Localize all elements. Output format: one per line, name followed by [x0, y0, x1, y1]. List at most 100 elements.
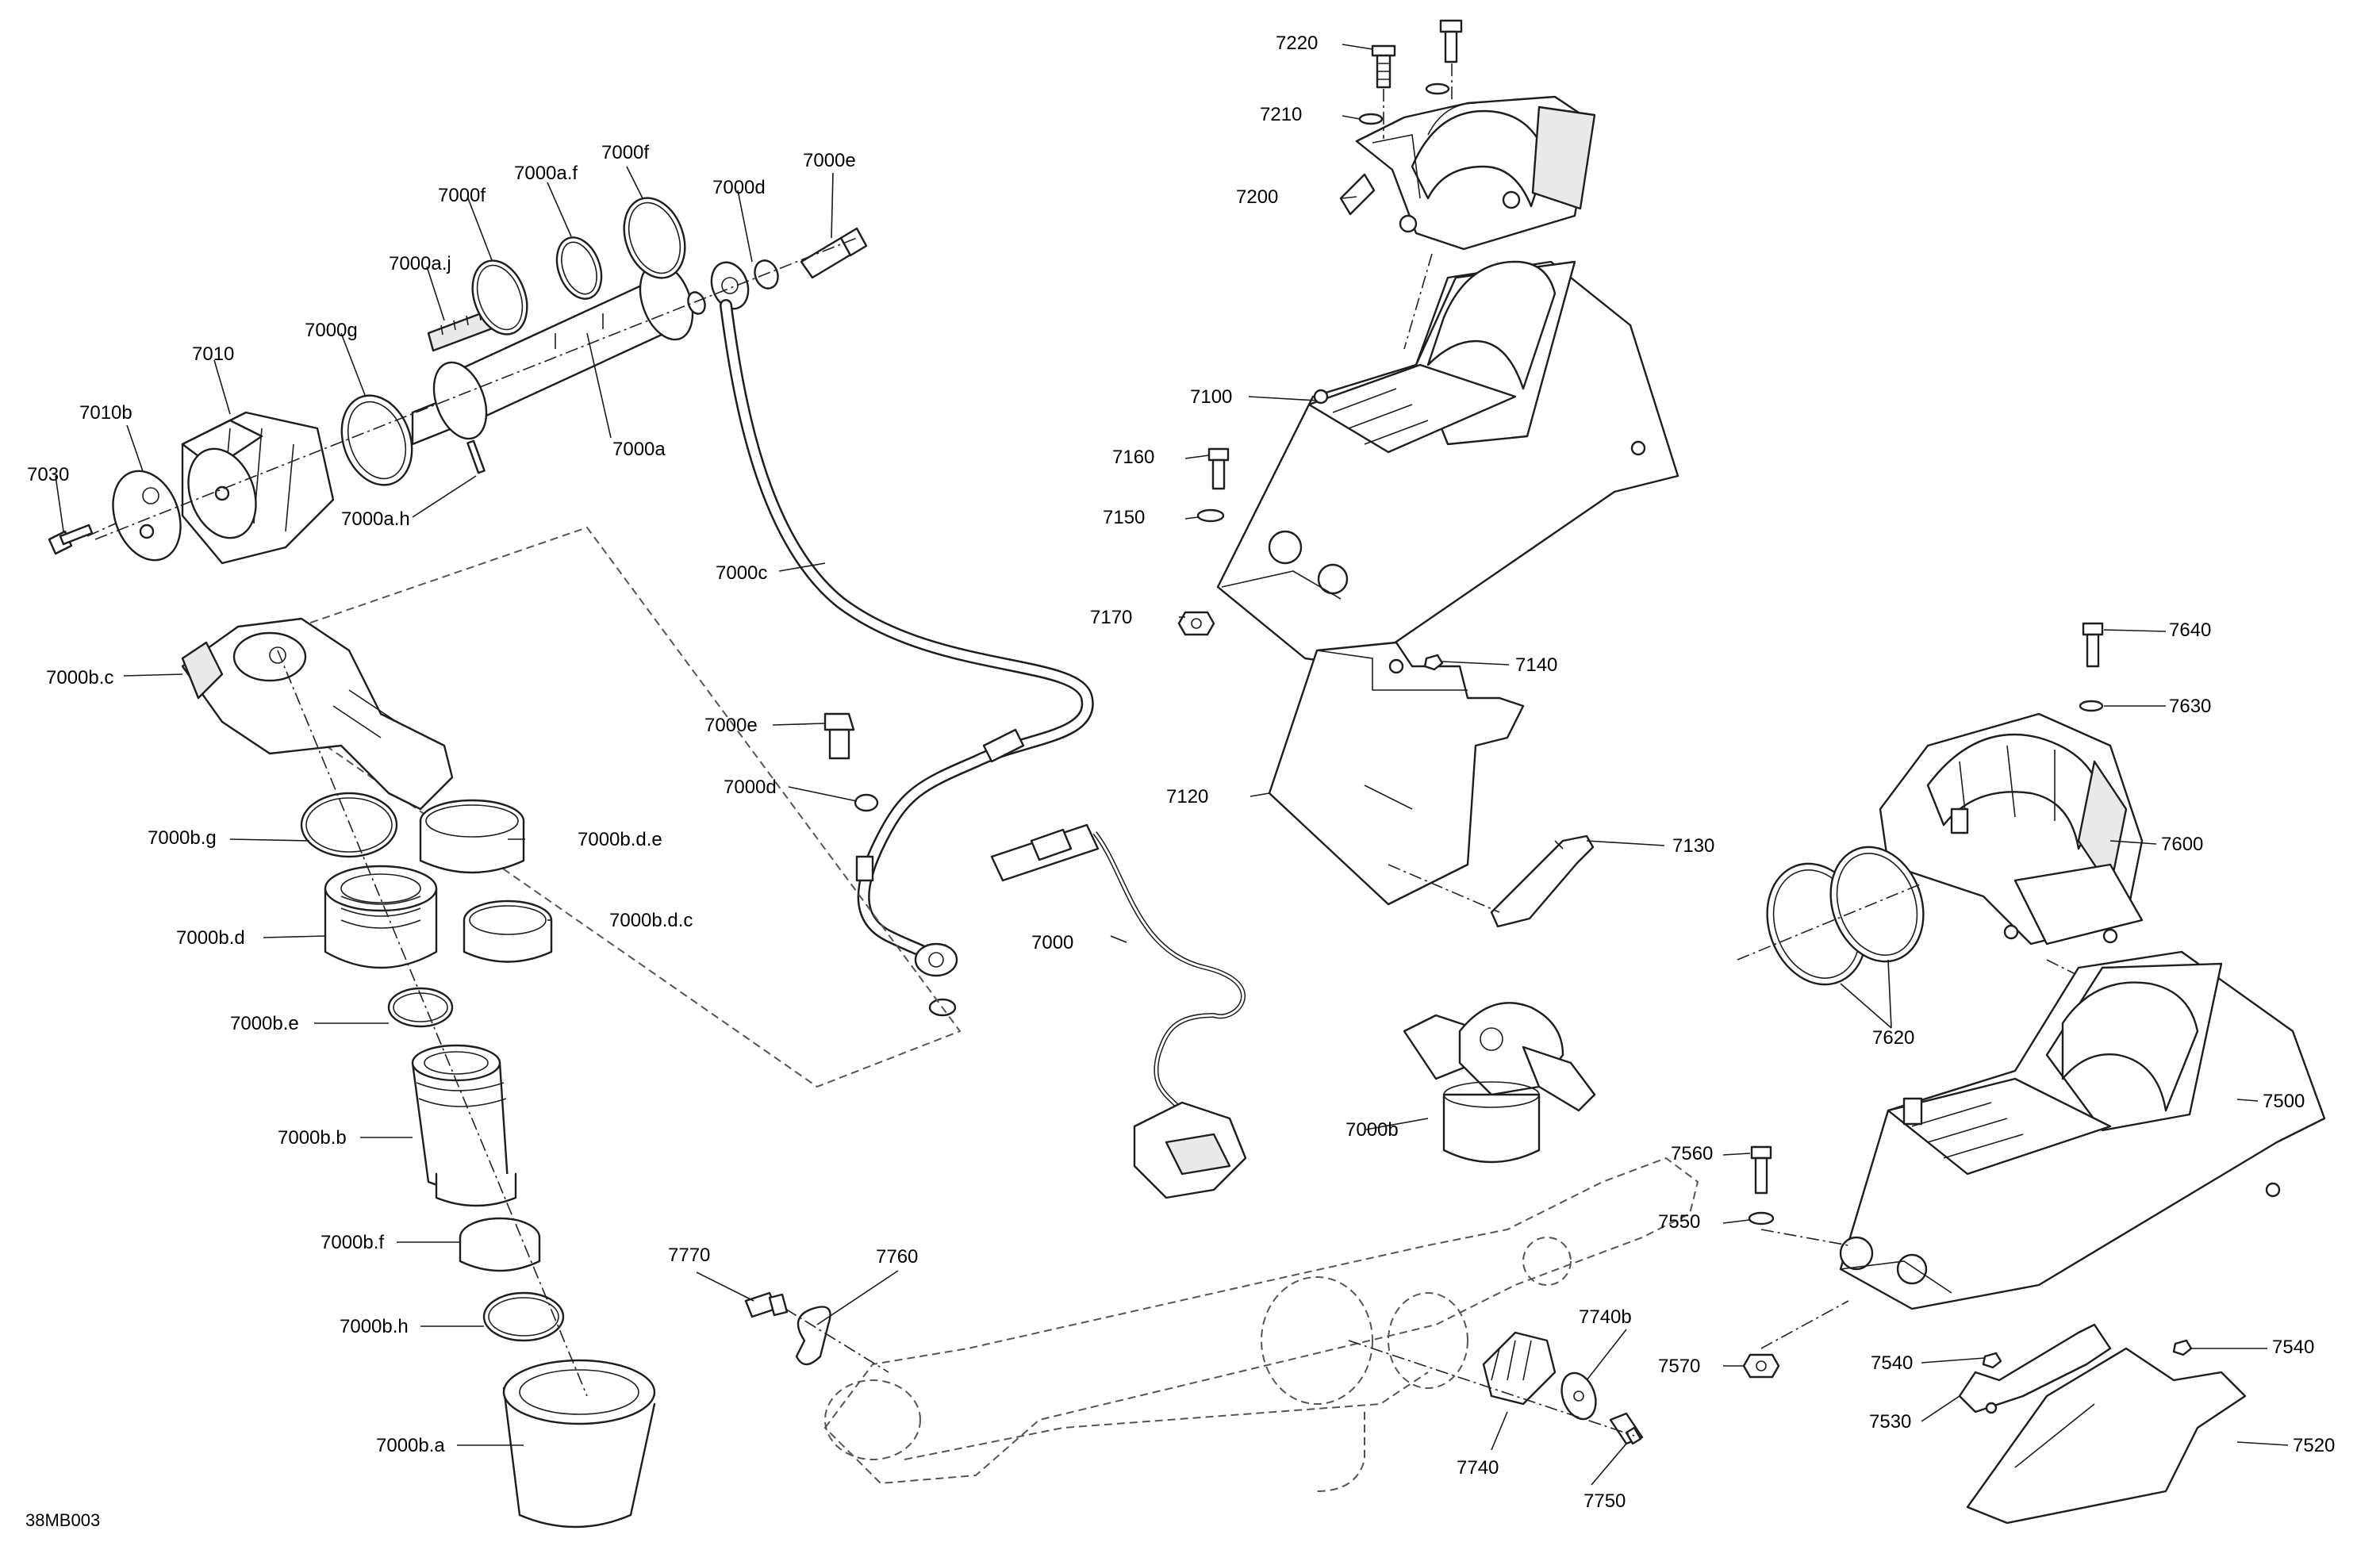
part-7000bd-coupler: [324, 865, 438, 969]
callout-7000e-1: 7000e: [803, 150, 856, 171]
callout-7010: 7010: [192, 343, 234, 365]
part-7000bg-clip: [300, 792, 398, 858]
callout-7170: 7170: [1090, 607, 1132, 628]
part-7570-nut: [1742, 1353, 1780, 1379]
callout-7000ah: 7000a.h: [341, 508, 410, 530]
document-code: 38MB003: [25, 1510, 100, 1530]
callout-7000: 7000: [1031, 932, 1073, 953]
callout-7000bd: 7000b.d: [176, 927, 245, 949]
part-7000f-oring-2: [623, 197, 686, 279]
part-7000bde-ring: [419, 799, 525, 874]
part-7600-mount: [1879, 712, 2144, 946]
part-7130-strap: [1490, 834, 1595, 928]
callout-7000bh: 7000b.h: [340, 1316, 409, 1337]
callout-7000bb: 7000b.b: [278, 1127, 347, 1149]
part-7000af-ring: [555, 236, 603, 300]
callout-7000aj: 7000a.j: [389, 253, 451, 274]
part-7740-cap: [1482, 1331, 1557, 1406]
callout-7000g: 7000g: [305, 320, 358, 341]
part-7000a-cylinder: [411, 262, 694, 474]
callout-7000be: 7000b.e: [230, 1013, 299, 1034]
part-7000g-oring: [340, 394, 413, 486]
part-7220-screw-2: [1439, 19, 1463, 63]
assembly-outline: [200, 526, 962, 1088]
callout-7500: 7500: [2263, 1091, 2305, 1112]
callout-7160: 7160: [1112, 447, 1154, 468]
part-7560-screw: [1750, 1145, 1772, 1195]
part-7030-screw: [48, 524, 94, 555]
part-7000d-washer: [687, 259, 779, 315]
callout-7000bg: 7000b.g: [148, 827, 217, 849]
callout-7000b: 7000b: [1345, 1119, 1399, 1141]
callout-7640: 7640: [2169, 619, 2211, 641]
part-7760-clip: [795, 1306, 831, 1366]
callout-7520: 7520: [2293, 1435, 2335, 1456]
callout-7740b: 7740b: [1579, 1306, 1632, 1328]
part-7100-bracket: [1216, 260, 1679, 668]
part-7000b-assembly: [1403, 1002, 1596, 1164]
part-7000f-oring: [471, 259, 528, 336]
callout-7210: 7210: [1260, 104, 1302, 125]
part-7000ba-sleeve: [502, 1359, 656, 1529]
callout-7000f-2: 7000f: [601, 142, 649, 163]
part-7000bb-tube: [411, 1044, 517, 1207]
part-7000c-hose: [720, 299, 1094, 977]
callout-7000a: 7000a: [612, 439, 666, 460]
part-7500-bracket: [1839, 950, 2326, 1310]
part-7550-washer: [1748, 1211, 1775, 1226]
part-7140-screw: [1423, 654, 1444, 671]
callout-7000af: 7000a.f: [514, 163, 578, 184]
callout-7000bdc: 7000b.d.c: [609, 910, 693, 931]
callout-7620: 7620: [1872, 1027, 1914, 1049]
callout-7120: 7120: [1166, 786, 1208, 807]
part-7630-washer: [2079, 700, 2104, 712]
part-7160-screw: [1207, 447, 1230, 490]
callout-7760: 7760: [876, 1246, 918, 1268]
part-7000bdc-ring: [463, 900, 553, 963]
callout-7000d-1: 7000d: [712, 177, 766, 198]
callout-7550: 7550: [1658, 1211, 1700, 1233]
callout-7570: 7570: [1658, 1356, 1700, 1377]
part-7010-cap: [181, 411, 335, 565]
callout-7000bde: 7000b.d.e: [578, 829, 662, 850]
callout-7100: 7100: [1190, 386, 1232, 408]
part-7170-nut: [1177, 611, 1215, 636]
callout-7000bf: 7000b.f: [321, 1232, 384, 1253]
part-7220-screw: [1371, 44, 1396, 89]
part-7750-screw: [1609, 1412, 1644, 1445]
callout-7770: 7770: [668, 1245, 710, 1266]
callout-7000ba: 7000b.a: [376, 1435, 445, 1456]
callout-7030: 7030: [27, 464, 69, 485]
callout-7630: 7630: [2169, 696, 2211, 717]
part-7150-washer: [1196, 508, 1225, 523]
part-7000bh-oring: [482, 1291, 565, 1342]
callout-7000bc: 7000b.c: [46, 667, 113, 689]
callout-7600: 7600: [2161, 834, 2203, 855]
part-7000-sensor: [990, 823, 1247, 1199]
callout-7010b: 7010b: [79, 402, 132, 424]
part-7000bc-housing: [181, 617, 454, 811]
part-7620-seal: [1766, 846, 1925, 986]
callout-7000f-1: 7000f: [438, 185, 486, 206]
callout-labels: 7220 7210 7200 7100 7160 7150 7170 7140 …: [25, 33, 2335, 1530]
callout-7000e-2: 7000e: [704, 715, 758, 736]
callout-7220: 7220: [1276, 33, 1318, 54]
callout-7130: 7130: [1672, 835, 1714, 857]
part-7520-bracket: [1966, 1347, 2247, 1525]
callout-7540-b: 7540: [2272, 1337, 2314, 1358]
callout-7150: 7150: [1103, 507, 1145, 528]
callout-7740: 7740: [1457, 1457, 1499, 1479]
part-7200-mount: [1339, 95, 1596, 251]
part-7000e-bolt: [800, 227, 868, 279]
part-7640-screw: [2082, 622, 2104, 668]
callout-7140: 7140: [1515, 654, 1557, 676]
leader-lines: [55, 44, 2289, 1486]
part-7000bf-ring: [459, 1217, 541, 1272]
part-7770-fitting: [744, 1291, 789, 1318]
callout-7750: 7750: [1583, 1490, 1626, 1512]
callout-7000c: 7000c: [716, 562, 767, 584]
part-7120-bracket: [1268, 641, 1525, 906]
callout-7530: 7530: [1869, 1411, 1911, 1433]
part-7010b-plate: [112, 470, 182, 562]
